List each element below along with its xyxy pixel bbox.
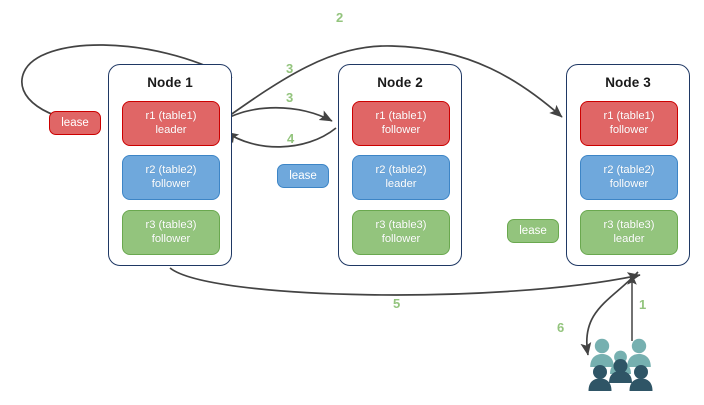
replica-role: leader bbox=[613, 232, 645, 245]
replica-name: r2 (table2) bbox=[375, 164, 427, 177]
replica-name: r2 (table2) bbox=[145, 164, 197, 177]
step-label-6: 6 bbox=[557, 320, 565, 335]
replica-name: r3 (table3) bbox=[145, 219, 197, 232]
arrow-step-4 bbox=[225, 127, 337, 148]
replica-name: r1 (table1) bbox=[603, 110, 655, 123]
step-label-4: 4 bbox=[287, 131, 295, 146]
replica-name: r1 (table1) bbox=[145, 110, 197, 123]
node-title-1: Node 1 bbox=[147, 75, 193, 90]
step-label-3-lower: 3 bbox=[286, 90, 294, 105]
replica-node3-r1[interactable]: r1 (table1) follower bbox=[580, 101, 678, 146]
replica-node2-r1[interactable]: r1 (table1) follower bbox=[352, 101, 450, 146]
replica-role: follower bbox=[151, 177, 191, 190]
replica-role: follower bbox=[609, 123, 649, 136]
node-title-3: Node 3 bbox=[605, 75, 651, 90]
node-container-3: Node 3 r1 (table1) follower r2 (table2) … bbox=[566, 64, 690, 266]
arrow-step-5 bbox=[169, 267, 641, 296]
step-label-3-upper: 3 bbox=[286, 61, 294, 76]
step-label-5: 5 bbox=[393, 296, 401, 311]
replica-role: follower bbox=[381, 123, 421, 136]
replica-node1-r1[interactable]: r1 (table1) leader bbox=[122, 101, 220, 146]
replica-name: r2 (table2) bbox=[603, 164, 655, 177]
replica-node2-r2[interactable]: r2 (table2) leader bbox=[352, 155, 450, 200]
arrow-step-6 bbox=[580, 271, 639, 356]
replica-role: follower bbox=[151, 232, 191, 245]
step-label-2: 2 bbox=[336, 10, 344, 25]
node-container-2: Node 2 r1 (table1) follower r2 (table2) … bbox=[338, 64, 462, 266]
users-icon bbox=[588, 338, 653, 391]
step-label-1: 1 bbox=[639, 297, 647, 312]
node-container-1: Node 1 r1 (table1) leader r2 (table2) fo… bbox=[108, 64, 232, 266]
lease-badge-table3[interactable]: lease bbox=[507, 219, 559, 243]
replica-name: r3 (table3) bbox=[375, 219, 427, 232]
lease-badge-table1[interactable]: lease bbox=[49, 111, 101, 135]
lease-badge-table2[interactable]: lease bbox=[277, 164, 329, 188]
node-title-2: Node 2 bbox=[377, 75, 423, 90]
replica-name: r1 (table1) bbox=[375, 110, 427, 123]
replica-node2-r3[interactable]: r3 (table3) follower bbox=[352, 210, 450, 255]
replica-role: leader bbox=[155, 123, 187, 136]
replica-role: follower bbox=[381, 232, 421, 245]
replica-role: follower bbox=[609, 177, 649, 190]
arrow-step-3-upper bbox=[218, 45, 563, 124]
arrow-step-3-lower bbox=[218, 106, 333, 124]
replica-name: r3 (table3) bbox=[603, 219, 655, 232]
replica-node3-r2[interactable]: r2 (table2) follower bbox=[580, 155, 678, 200]
replica-node3-r3[interactable]: r3 (table3) leader bbox=[580, 210, 678, 255]
replica-role: leader bbox=[385, 177, 417, 190]
replica-node1-r2[interactable]: r2 (table2) follower bbox=[122, 155, 220, 200]
replica-node1-r3[interactable]: r3 (table3) follower bbox=[122, 210, 220, 255]
